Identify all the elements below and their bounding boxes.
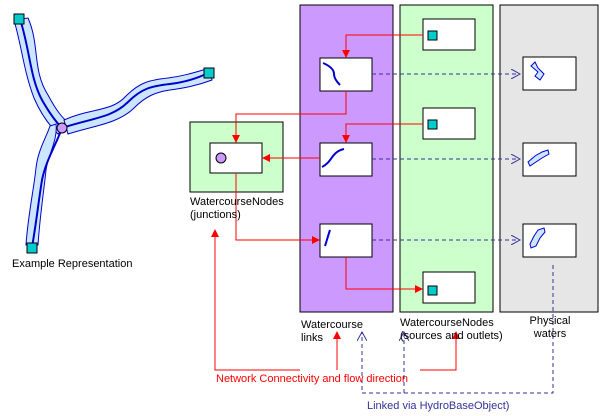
junction-node-box — [209, 142, 263, 174]
network-connectivity-label: Network Connectivity and flow direction — [216, 373, 408, 385]
watercourse-nodes-sources-line2: (sources and outlets) — [400, 330, 503, 342]
river-bank-north — [13, 17, 71, 135]
example-outlet-node-bottom — [26, 242, 38, 254]
physical-water-box-1 — [522, 56, 577, 91]
network-connectivity-arrow-nodes — [420, 331, 460, 371]
river-centerline-north — [19, 18, 63, 129]
source1-to-link1-arrow — [342, 34, 423, 58]
outlet-node-box — [422, 271, 476, 304]
physical-water-box-3 — [522, 223, 577, 258]
watercourse-links-label: Watercourse links — [301, 319, 363, 345]
physical-water-box-2 — [522, 142, 577, 177]
water-body-icon — [527, 149, 550, 167]
example-representation-label: Example Representation — [12, 258, 133, 270]
watercourse-links-line1: Watercourse — [301, 319, 363, 331]
linked-hydrobase-arrow-links — [362, 265, 554, 394]
connectivity-arrows — [211, 34, 460, 371]
curved-line-icon — [322, 62, 341, 86]
watercourse-nodes-junctions-line2: (junctions) — [190, 209, 241, 221]
physical-waters-label: Physical waters — [520, 315, 580, 341]
source-node-box-1 — [422, 18, 476, 51]
watercourse-nodes-sources-line1: WatercourseNodes — [400, 317, 494, 329]
watercourse-links-line2: links — [301, 332, 324, 344]
source2-to-link2-arrow — [342, 123, 423, 143]
river-centerline-south — [31, 127, 63, 248]
example-source-node-top — [13, 13, 25, 25]
link3-to-outlet-arrow — [345, 257, 423, 293]
watercourse-nodes-junctions-label: WatercourseNodes (junctions) — [190, 196, 284, 222]
junction-to-link3-arrow — [235, 173, 320, 244]
source-node-box-2 — [422, 107, 476, 140]
network-connectivity-arrow-group — [211, 229, 300, 371]
watercourse-link-box-3 — [319, 223, 373, 258]
watercourse-nodes-sources-label: WatercourseNodes (sources and outlets) — [400, 317, 503, 343]
curved-line-icon — [321, 148, 345, 168]
circle-node-icon — [215, 152, 227, 164]
watercourse-link-box-1 — [319, 57, 373, 92]
square-node-icon — [427, 285, 438, 296]
example-river-network-icon — [13, 13, 215, 254]
linked-via-hydrobase-label: Linked via HydroBaseObject) — [367, 400, 510, 412]
link1-to-junction-arrow — [232, 91, 347, 143]
square-node-icon — [427, 119, 438, 130]
physical-waters-line1: Physical — [529, 315, 571, 327]
curved-line-icon — [324, 229, 331, 247]
water-body-icon — [529, 227, 546, 249]
river-centerline-east — [61, 72, 209, 129]
watercourse-nodes-junctions-line1: WatercourseNodes — [190, 196, 284, 208]
physical-waters-line2: waters — [533, 328, 567, 340]
water-body-icon — [530, 61, 545, 81]
square-node-icon — [427, 30, 438, 41]
example-source-node-right — [203, 67, 215, 79]
linked-arrows — [362, 74, 554, 394]
example-junction-node — [56, 122, 68, 134]
watercourse-link-box-2 — [319, 142, 373, 177]
